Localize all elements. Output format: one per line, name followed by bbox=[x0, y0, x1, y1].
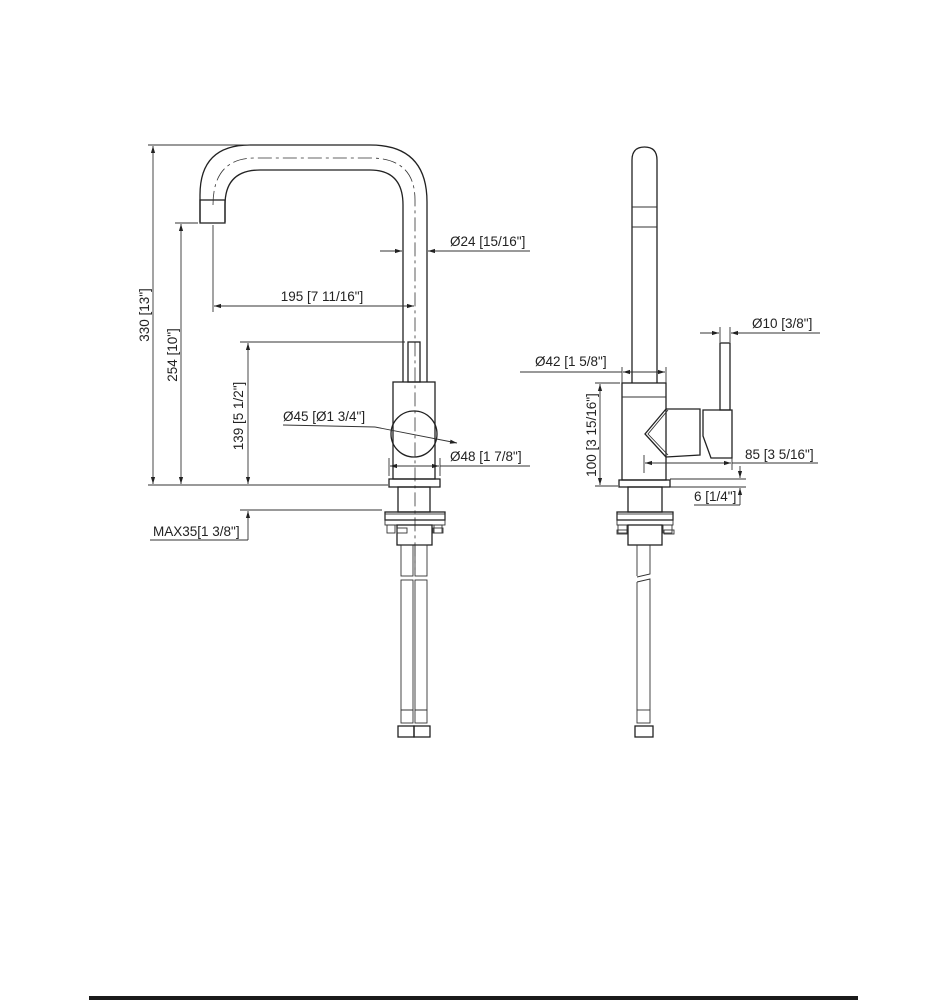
knob bbox=[390, 410, 438, 458]
lever-rod bbox=[407, 341, 421, 383]
dim-body-diameter: Ø42 [1 5/8"] bbox=[535, 354, 607, 369]
dim-max-deck: MAX35[1 3/8"] bbox=[153, 524, 240, 539]
dim-body-height: 100 [3 15/16"] bbox=[584, 393, 599, 477]
dim-lever-height: 139 [5 1/2"] bbox=[231, 382, 246, 451]
body bbox=[392, 381, 436, 480]
front-view: 330 [13"] 254 [10"] 139 [5 1/2"] MAX35[1… bbox=[137, 144, 530, 738]
dim-total-height: 330 [13"] bbox=[137, 288, 152, 342]
lever-rod-side bbox=[719, 342, 731, 411]
dim-handle-length: 85 [3 5/16"] bbox=[745, 447, 814, 462]
spout-side bbox=[631, 146, 658, 383]
spout-nozzle bbox=[199, 199, 226, 224]
dim-spout-height: 254 [10"] bbox=[165, 328, 180, 382]
footer-rule bbox=[89, 996, 858, 1000]
dim-base-thickness: 6 [1/4"] bbox=[694, 489, 736, 504]
dim-reach: 195 [7 11/16"] bbox=[281, 289, 364, 304]
dim-lever-diameter: Ø10 [3/8"] bbox=[752, 316, 812, 331]
handle-cap bbox=[702, 409, 733, 459]
dim-base-diameter: Ø48 [1 7/8"] bbox=[450, 449, 522, 464]
handle-joint bbox=[644, 408, 667, 458]
hoses bbox=[397, 544, 431, 738]
dim-knob-diameter: Ø45 [Ø1 3/4"] bbox=[283, 409, 365, 424]
dim-spout-diameter: Ø24 [15/16"] bbox=[450, 234, 525, 249]
side-view: Ø10 [3/8"] Ø42 [1 5/8"] 100 [3 15/16"] 8… bbox=[520, 146, 820, 738]
base-plate bbox=[388, 478, 441, 488]
